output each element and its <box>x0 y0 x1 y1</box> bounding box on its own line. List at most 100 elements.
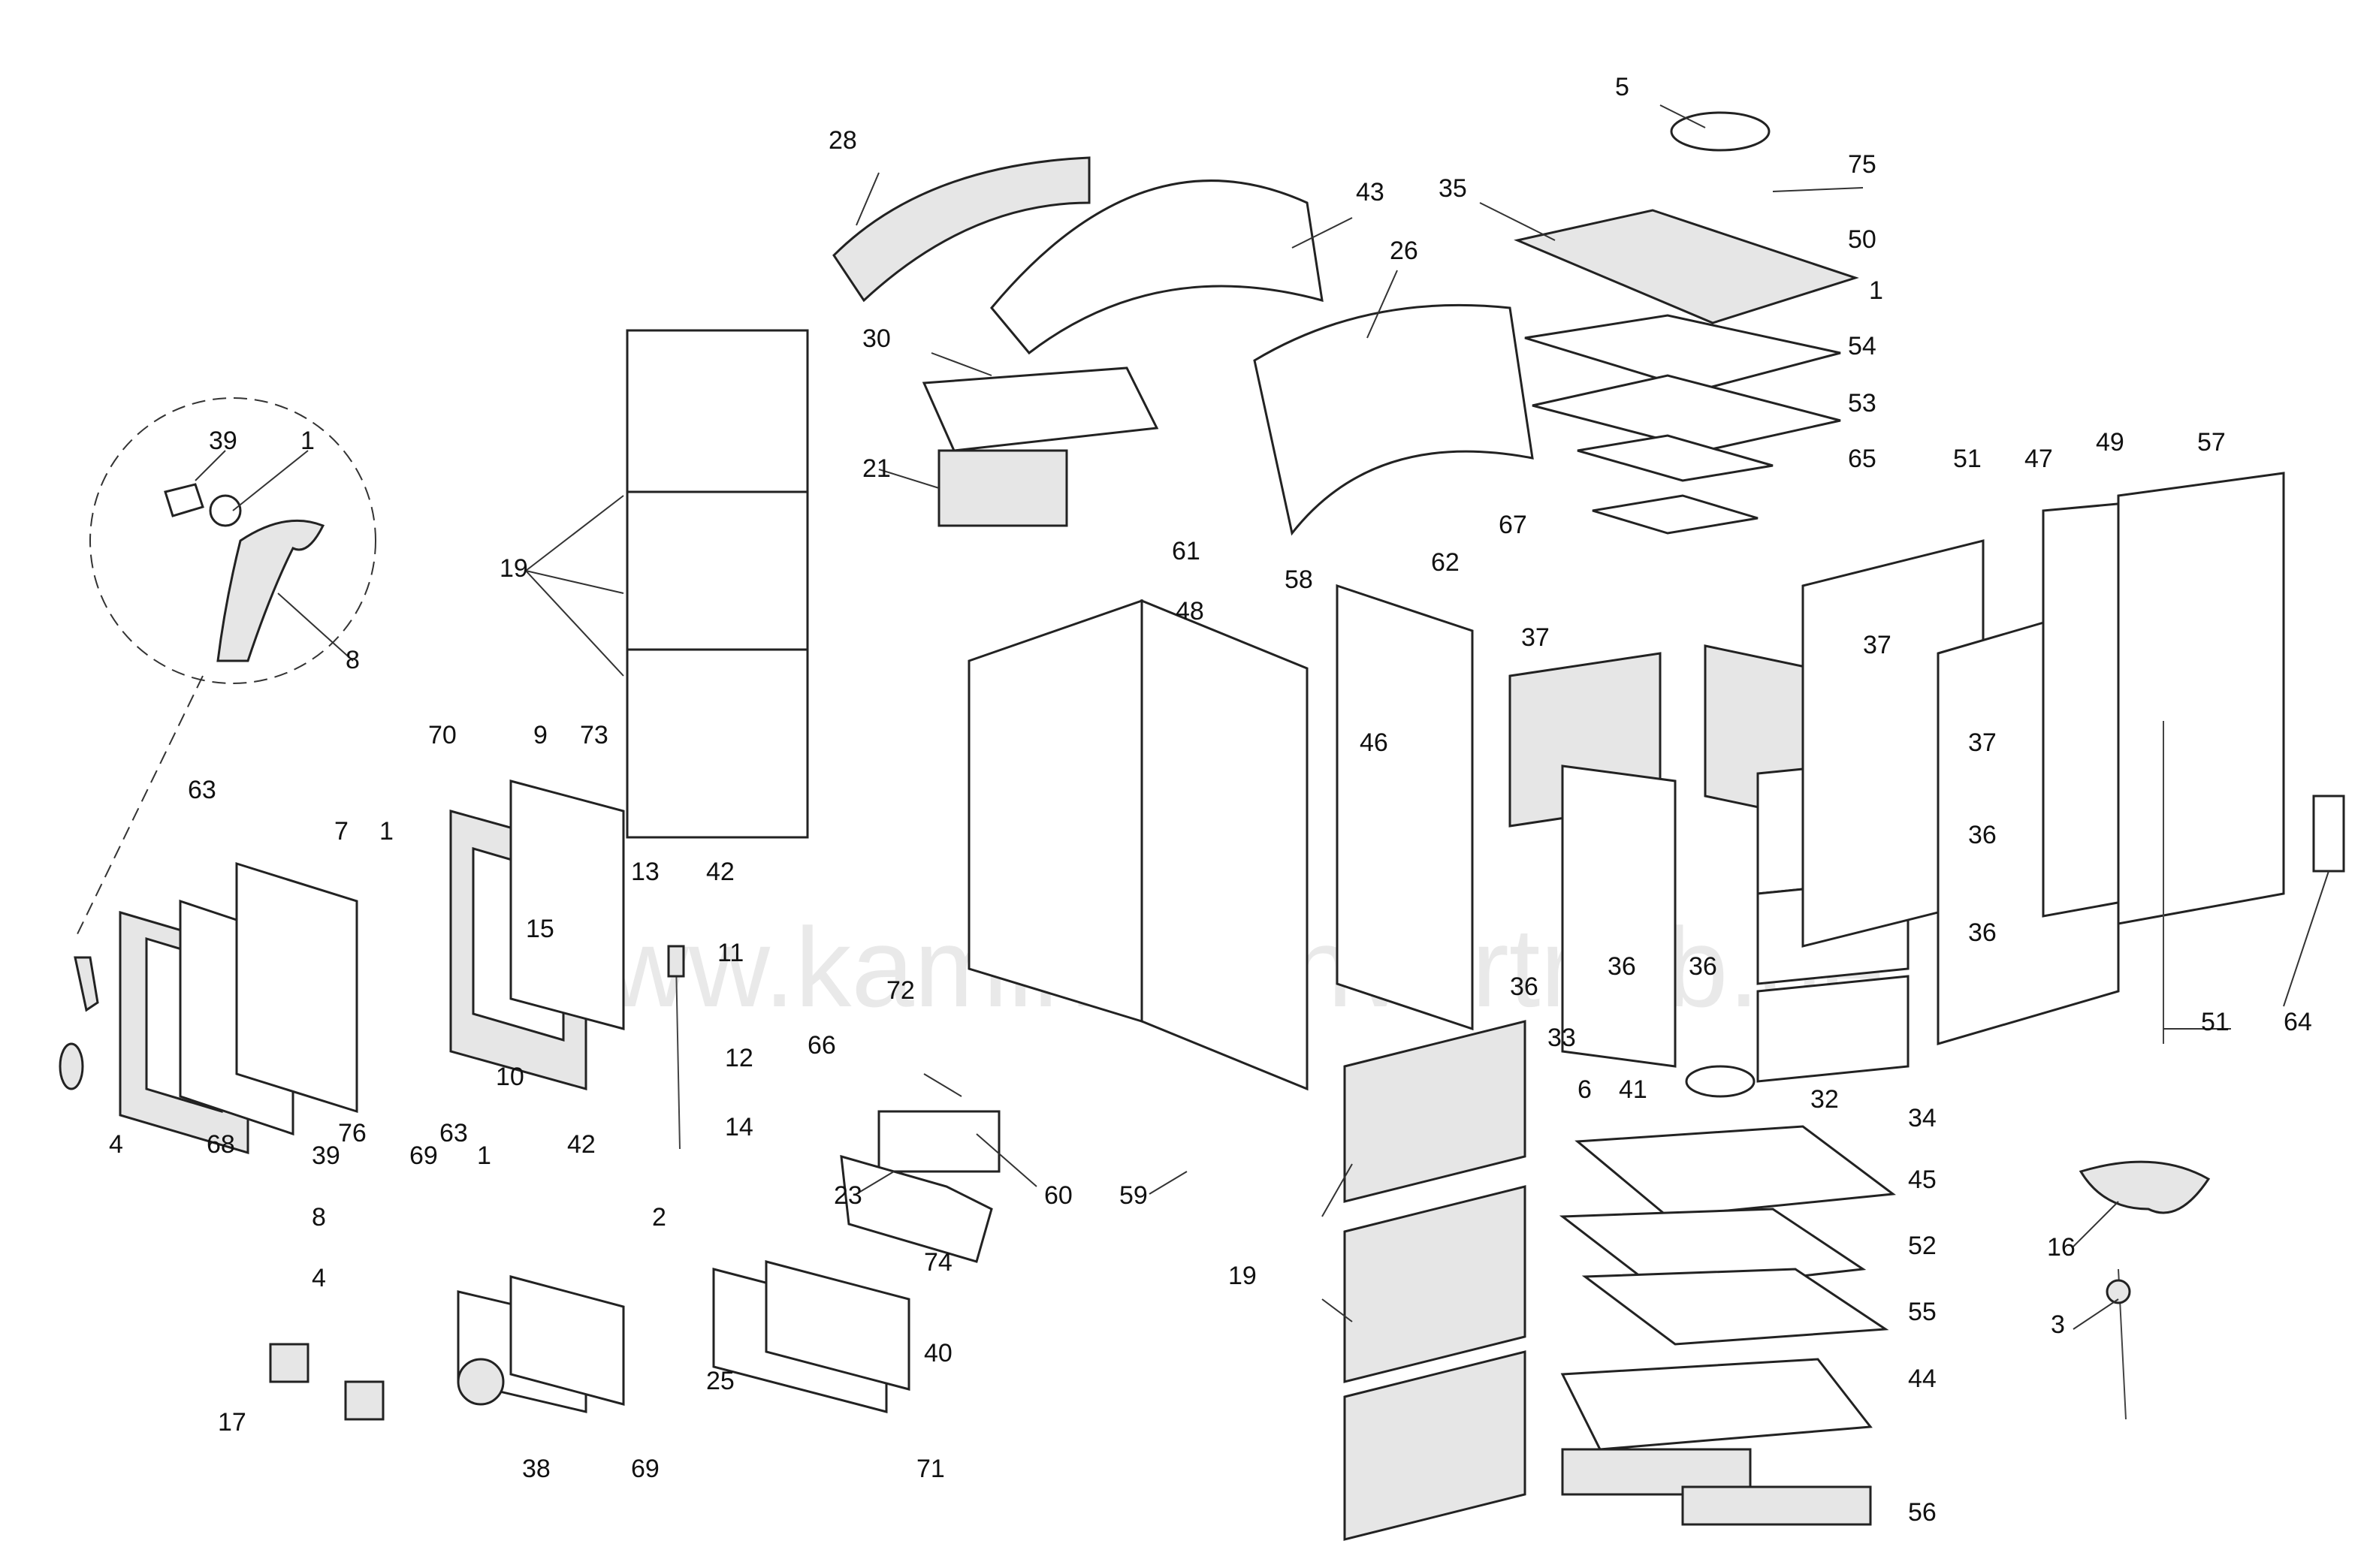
label-5: 5 <box>1615 73 1629 101</box>
label-59: 59 <box>1119 1181 1148 1210</box>
label-43: 43 <box>1356 178 1384 207</box>
label-40: 40 <box>924 1339 953 1367</box>
central-body <box>840 599 1309 1263</box>
label-39: 39 <box>209 427 237 455</box>
label-74: 74 <box>924 1248 953 1277</box>
label-11: 11 <box>717 939 744 967</box>
label-55: 55 <box>1908 1298 1937 1326</box>
label-19: 19 <box>500 554 528 583</box>
label-42: 42 <box>706 858 735 886</box>
label-23: 23 <box>834 1181 862 1210</box>
label-33: 33 <box>1547 1024 1576 1052</box>
label-67: 67 <box>1499 511 1527 539</box>
label-50: 50 <box>1848 225 1876 254</box>
ash-tool-parts <box>2079 1160 2211 1420</box>
base-assembly <box>1559 1065 1896 1526</box>
label-66: 66 <box>808 1031 836 1060</box>
right-side-panels <box>1801 472 2345 1045</box>
label-14: 14 <box>725 1113 753 1141</box>
label-28: 28 <box>829 126 857 155</box>
label-2: 2 <box>652 1203 666 1232</box>
top-plate-stack <box>1514 111 1859 535</box>
label-37: 37 <box>1863 631 1891 659</box>
label-1: 1 <box>379 817 394 846</box>
label-3: 3 <box>2051 1310 2065 1339</box>
label-12: 12 <box>725 1044 753 1072</box>
label-16: 16 <box>2047 1233 2076 1262</box>
detail-circle <box>74 397 376 939</box>
label-65: 65 <box>1848 445 1876 473</box>
label-46: 46 <box>1360 728 1388 757</box>
rod-assembly <box>667 945 685 1150</box>
label-47: 47 <box>2024 445 2053 473</box>
small-door-parts <box>269 1260 910 1421</box>
label-34: 34 <box>1908 1104 1937 1132</box>
label-30: 30 <box>862 324 891 353</box>
label-52: 52 <box>1908 1232 1937 1260</box>
label-6: 6 <box>1577 1075 1592 1104</box>
label-51: 51 <box>2201 1008 2230 1036</box>
label-63: 63 <box>439 1119 468 1147</box>
label-4: 4 <box>312 1264 326 1292</box>
label-8: 8 <box>346 646 360 674</box>
label-71: 71 <box>916 1455 945 1483</box>
label-69: 69 <box>409 1141 438 1170</box>
label-13: 13 <box>631 858 660 886</box>
label-32: 32 <box>1810 1085 1839 1114</box>
front-door-assembly <box>119 861 358 1155</box>
handle-small <box>59 956 99 1090</box>
label-57: 57 <box>2197 428 2226 457</box>
label-54: 54 <box>1848 332 1876 360</box>
label-58: 58 <box>1285 565 1313 594</box>
label-42: 42 <box>567 1130 596 1159</box>
label-36: 36 <box>1608 952 1636 981</box>
label-36: 36 <box>1968 821 1997 849</box>
label-56: 56 <box>1908 1498 1937 1527</box>
label-8: 8 <box>312 1203 326 1232</box>
label-64: 64 <box>2284 1008 2312 1036</box>
label-36: 36 <box>1510 972 1538 1001</box>
label-53: 53 <box>1848 389 1876 418</box>
label-72: 72 <box>886 976 915 1005</box>
label-1: 1 <box>477 1141 491 1170</box>
side-panels-left <box>626 329 809 839</box>
label-39: 39 <box>312 1141 340 1170</box>
label-49: 49 <box>2096 428 2124 457</box>
label-68: 68 <box>207 1130 235 1159</box>
label-19: 19 <box>1228 1262 1257 1290</box>
label-44: 44 <box>1908 1364 1937 1393</box>
label-1: 1 <box>300 427 315 455</box>
label-17: 17 <box>218 1408 246 1437</box>
curved-top <box>1253 303 1534 536</box>
side-panel-46 <box>1336 583 1474 1031</box>
label-70: 70 <box>428 721 457 749</box>
label-63: 63 <box>188 776 216 804</box>
label-35: 35 <box>1439 174 1467 203</box>
top-cover-pieces <box>832 156 1324 527</box>
label-45: 45 <box>1908 1165 1937 1194</box>
label-37: 37 <box>1968 728 1997 757</box>
label-36: 36 <box>1689 952 1717 981</box>
label-38: 38 <box>522 1455 551 1483</box>
part-number-labels: 39 1 8 63 7 1 4 68 76 63 70 9 73 15 10 4… <box>109 73 2312 1527</box>
label-37: 37 <box>1521 623 1550 652</box>
label-62: 62 <box>1431 548 1460 577</box>
label-4: 4 <box>109 1130 123 1159</box>
label-73: 73 <box>580 721 608 749</box>
label-26: 26 <box>1390 237 1418 265</box>
label-60: 60 <box>1044 1181 1073 1210</box>
label-25: 25 <box>706 1367 735 1395</box>
inner-door-frame <box>449 779 625 1090</box>
label-69: 69 <box>631 1455 660 1483</box>
label-51: 51 <box>1953 445 1982 473</box>
label-21: 21 <box>862 454 891 483</box>
label-48: 48 <box>1176 597 1204 626</box>
label-61: 61 <box>1172 537 1200 565</box>
label-10: 10 <box>496 1063 524 1091</box>
label-1: 1 <box>1869 276 1883 305</box>
leader-lines <box>195 104 2329 1330</box>
label-7: 7 <box>334 817 349 846</box>
base-panels-right <box>1343 1020 1526 1541</box>
label-9: 9 <box>533 721 548 749</box>
